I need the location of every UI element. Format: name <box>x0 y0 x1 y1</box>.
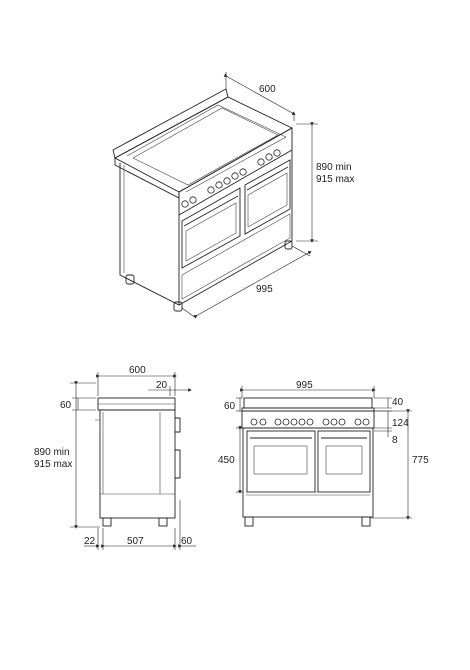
front-gap-label: 8 <box>392 435 398 446</box>
perspective-feet <box>125 240 293 312</box>
base-drawer <box>181 213 291 300</box>
side-front-projection-label: 60 <box>181 536 193 547</box>
side-body <box>99 409 176 519</box>
perspective-width-label: 995 <box>256 284 273 295</box>
side-body-depth-label: 507 <box>127 536 144 547</box>
front-backguard-label: 40 <box>392 397 404 408</box>
side-handle-upper <box>175 417 181 433</box>
side-handle-lower <box>175 449 181 479</box>
side-depth-label: 600 <box>129 365 146 376</box>
front-view: 995 60 450 40 124 8 775 <box>218 380 429 527</box>
front-knobs <box>250 418 370 426</box>
main-oven-door <box>181 187 241 269</box>
perspective-depth-label: 600 <box>259 84 276 95</box>
side-height-max-label: 915 max <box>34 459 72 470</box>
side-top-offset-label: 20 <box>156 380 168 391</box>
front-foot-left <box>244 516 254 527</box>
front-top-height-label: 60 <box>224 401 236 412</box>
perspective-view: 600 890 min 915 max 995 <box>112 72 354 319</box>
backguard <box>112 88 229 159</box>
perspective-knobs <box>181 149 281 208</box>
perspective-height-min-label: 890 min <box>316 162 352 173</box>
cooker-body <box>119 163 180 306</box>
front-width-label: 995 <box>296 380 313 391</box>
front-body <box>242 427 374 518</box>
side-rear-gap-label: 22 <box>84 536 96 547</box>
front-cooktop <box>241 407 375 412</box>
front-base-height-label: 775 <box>412 455 429 466</box>
front-foot-right <box>361 516 371 527</box>
side-top-height-label: 60 <box>60 400 72 411</box>
perspective-height-max-label: 915 max <box>316 174 354 185</box>
front-main-oven-door <box>246 430 316 493</box>
front-backguard <box>243 397 373 409</box>
front-oven-height-label: 450 <box>218 455 235 466</box>
front-panel-height-label: 124 <box>392 418 409 429</box>
side-foot-rear <box>102 517 112 527</box>
side-height-min-label: 890 min <box>34 447 70 458</box>
side-foot-front <box>158 517 168 527</box>
second-oven-door <box>244 159 291 235</box>
side-view: 600 20 60 890 min 915 max 22 507 60 <box>34 365 196 550</box>
